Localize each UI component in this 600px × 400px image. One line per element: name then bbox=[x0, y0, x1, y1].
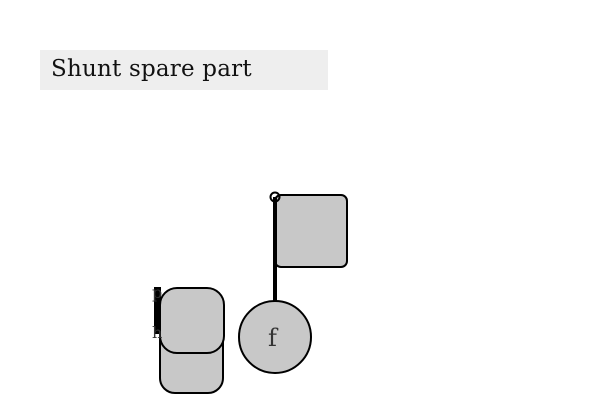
title-banner: Shunt spare part bbox=[40, 50, 328, 90]
left-bottom-label: h bbox=[152, 323, 162, 342]
square-block[interactable] bbox=[274, 194, 348, 268]
circle-label: f bbox=[268, 324, 279, 352]
round-ball[interactable] bbox=[238, 300, 312, 374]
pivot-pin[interactable] bbox=[269, 191, 281, 203]
upper-rounded-block[interactable] bbox=[159, 287, 225, 354]
left-top-label: p bbox=[152, 283, 162, 302]
vertical-bar[interactable] bbox=[154, 287, 161, 334]
page-title: Shunt spare part bbox=[51, 56, 252, 82]
